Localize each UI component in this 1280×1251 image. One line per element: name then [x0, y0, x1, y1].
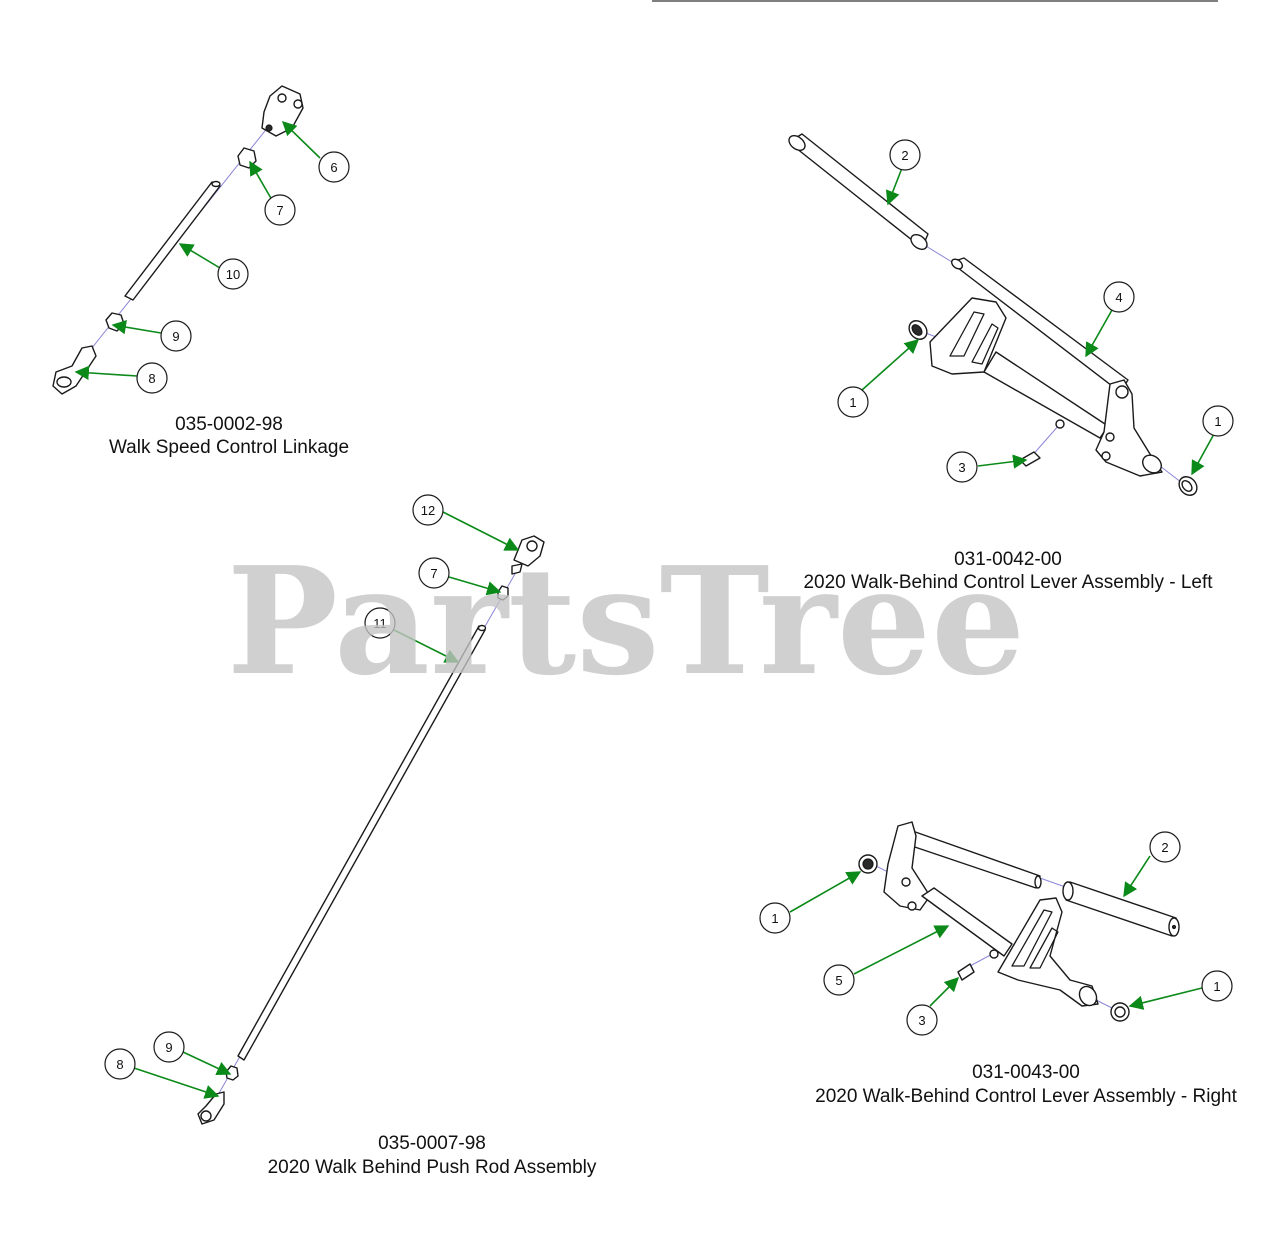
- callout-label: 4: [1115, 290, 1122, 305]
- callout-bubble: 9: [153, 1031, 185, 1063]
- part-bushing-left: [908, 320, 928, 340]
- callout-bubble: 2: [1149, 831, 1181, 863]
- assembly-title: 2020 Walk Behind Push Rod Assembly: [268, 1157, 597, 1178]
- part-rod-end-lower: [52, 345, 97, 395]
- assembly-title: 2020 Walk-Behind Control Lever Assembly …: [803, 572, 1213, 593]
- watermark-logo: PartsTree: [227, 534, 1026, 708]
- part-grease-fitting: [1019, 419, 1065, 467]
- callout-bubble: 6: [318, 151, 350, 183]
- callout-label: 11: [373, 616, 387, 631]
- part-lever-bracket: [929, 297, 1163, 477]
- callout-label: 7: [430, 566, 437, 581]
- assembly-push-rod: 12 7 11 9 8 035-0007-98 2020 Walk Behind…: [104, 494, 597, 1178]
- callout-bubble: 1: [837, 386, 869, 418]
- callout-bubble: 9: [160, 320, 192, 352]
- callout-label: 2: [901, 148, 908, 163]
- assembly-title: 2020 Walk-Behind Control Lever Assembly …: [815, 1086, 1237, 1107]
- callout-bubble: 10: [217, 258, 249, 290]
- assembly-walk-speed-control-linkage: 6 7 10 9 8 035-0002-98 Walk Speed Contro…: [52, 85, 350, 458]
- part-grip: [788, 133, 929, 250]
- callout-label: 1: [771, 911, 778, 926]
- callout-label: 5: [835, 973, 842, 988]
- part-lever-bracket: [883, 821, 1013, 957]
- callout-bubble: 7: [264, 194, 296, 226]
- part-bushing-right: [1178, 476, 1198, 496]
- assembly-control-lever-left: 2 4 1 3 1 031-0042-00 2020 Walk-Behind C…: [788, 133, 1234, 593]
- part-grease-fitting: [957, 949, 999, 981]
- callout-label: 8: [148, 371, 155, 386]
- assembly-part-number: 035-0007-98: [378, 1133, 486, 1154]
- callout-bubble: 7: [418, 557, 450, 589]
- callout-bubble: 1: [1202, 405, 1234, 437]
- callout-label: 3: [918, 1013, 925, 1028]
- callout-bubble: 12: [412, 494, 444, 526]
- callout-label: 8: [116, 1057, 123, 1072]
- callout-bubble: 8: [104, 1048, 136, 1080]
- assembly-control-lever-right: 2 1 5 3 1 031-0043-00 2020 Walk-Behind C…: [759, 821, 1238, 1107]
- callout-bubble: 3: [946, 451, 978, 483]
- assembly-part-number: 031-0042-00: [954, 549, 1062, 570]
- part-bushing-right: [1110, 1002, 1130, 1022]
- assembly-part-number: 031-0043-00: [972, 1062, 1080, 1083]
- callout-label: 10: [226, 267, 240, 282]
- part-nut-upper: [237, 147, 257, 169]
- part-bushing-left: [858, 854, 878, 874]
- part-rod-end-upper: [511, 535, 545, 575]
- part-nut-lower: [105, 312, 125, 332]
- part-lever-bar: [899, 827, 1042, 889]
- callout-bubble: 4: [1103, 281, 1135, 313]
- callout-label: 1: [1214, 414, 1221, 429]
- callout-bubble: 11: [364, 607, 396, 639]
- callout-bubble: 5: [823, 964, 855, 996]
- part-rod: [124, 180, 221, 301]
- assembly-part-number: 035-0002-98: [175, 414, 283, 435]
- callout-label: 12: [421, 503, 435, 518]
- part-lever-plate: [997, 897, 1099, 1007]
- callout-label: 6: [330, 160, 337, 175]
- callout-label: 1: [1213, 979, 1220, 994]
- callout-bubble: 2: [889, 139, 921, 171]
- callout-label: 3: [958, 460, 965, 475]
- callout-label: 1: [849, 395, 856, 410]
- assembly-title: Walk Speed Control Linkage: [109, 437, 349, 458]
- callout-bubble: 8: [136, 362, 168, 394]
- callout-label: 7: [276, 203, 283, 218]
- part-long-rod: [237, 624, 487, 1061]
- callout-bubble: 3: [906, 1004, 938, 1036]
- part-grip: [1062, 881, 1180, 937]
- callout-bubble: 1: [1201, 970, 1233, 1002]
- part-clevis: [261, 85, 304, 137]
- callout-bubble: 1: [759, 902, 791, 934]
- callout-label: 9: [165, 1040, 172, 1055]
- callout-label: 9: [172, 329, 179, 344]
- callout-label: 2: [1161, 840, 1168, 855]
- part-rod-end-lower: [197, 1091, 225, 1125]
